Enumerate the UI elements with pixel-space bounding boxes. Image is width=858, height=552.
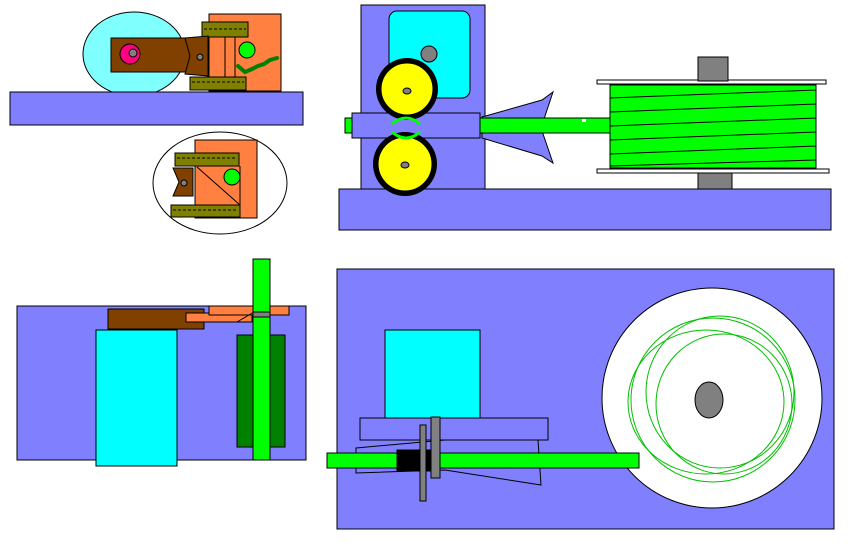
elevation-base (338, 188, 832, 231)
motor-block (95, 329, 178, 467)
spool-winding (609, 84, 817, 169)
base-plate (9, 91, 304, 126)
linkage-line (236, 311, 255, 323)
plan-view (326, 268, 835, 530)
shaft-collar (252, 311, 271, 318)
plan-winding (645, 315, 795, 469)
spool-flange-bottom (596, 168, 830, 174)
slide-plate-upper (208, 305, 290, 316)
winding-line (609, 103, 817, 113)
feed-marker (582, 119, 586, 122)
lower-roller-axle (400, 161, 410, 169)
plan-roller-shaft (419, 424, 427, 502)
detail-zoom-view (152, 131, 288, 235)
winding-line (609, 89, 817, 99)
side-detail-view (9, 11, 304, 126)
zoom-plate-top (174, 152, 240, 167)
plan-motor (384, 329, 481, 419)
zoom-plate-bottom (170, 204, 241, 218)
spool-icon (609, 84, 817, 169)
roller-icon (373, 58, 438, 196)
slide-block (224, 36, 236, 78)
roller-contact (391, 130, 421, 140)
zoom-green-knob (223, 168, 241, 186)
plan-spool-hub (694, 381, 724, 419)
upper-roller-axle (402, 87, 412, 95)
front-elevation-view (338, 4, 832, 231)
winding-line (609, 159, 817, 167)
vertical-shaft (252, 258, 271, 461)
spool-hub-bottom (697, 172, 733, 190)
zoom-diagonal (196, 166, 241, 206)
winding-line (609, 131, 817, 141)
plan-guide-plate (359, 417, 549, 441)
end-elevation-view (16, 258, 307, 467)
plan-motor-shaft (430, 416, 441, 479)
roller-contact (391, 116, 421, 126)
plan-winding (630, 317, 796, 483)
winding-line (609, 117, 817, 127)
guide-plate-bottom (189, 76, 247, 91)
plan-feed-bar (326, 452, 640, 469)
spool-hub-top (697, 56, 729, 82)
arm-pivot-inner (128, 48, 138, 58)
zoom-pin (180, 179, 188, 187)
winding-line (609, 145, 817, 155)
plan-winding (627, 329, 785, 475)
clamp-pin (196, 53, 204, 61)
plan-winding (655, 333, 793, 475)
spring-lever (236, 56, 279, 75)
motor-shaft (420, 45, 438, 63)
green-knob (238, 41, 256, 59)
arm-clamp (184, 35, 209, 77)
